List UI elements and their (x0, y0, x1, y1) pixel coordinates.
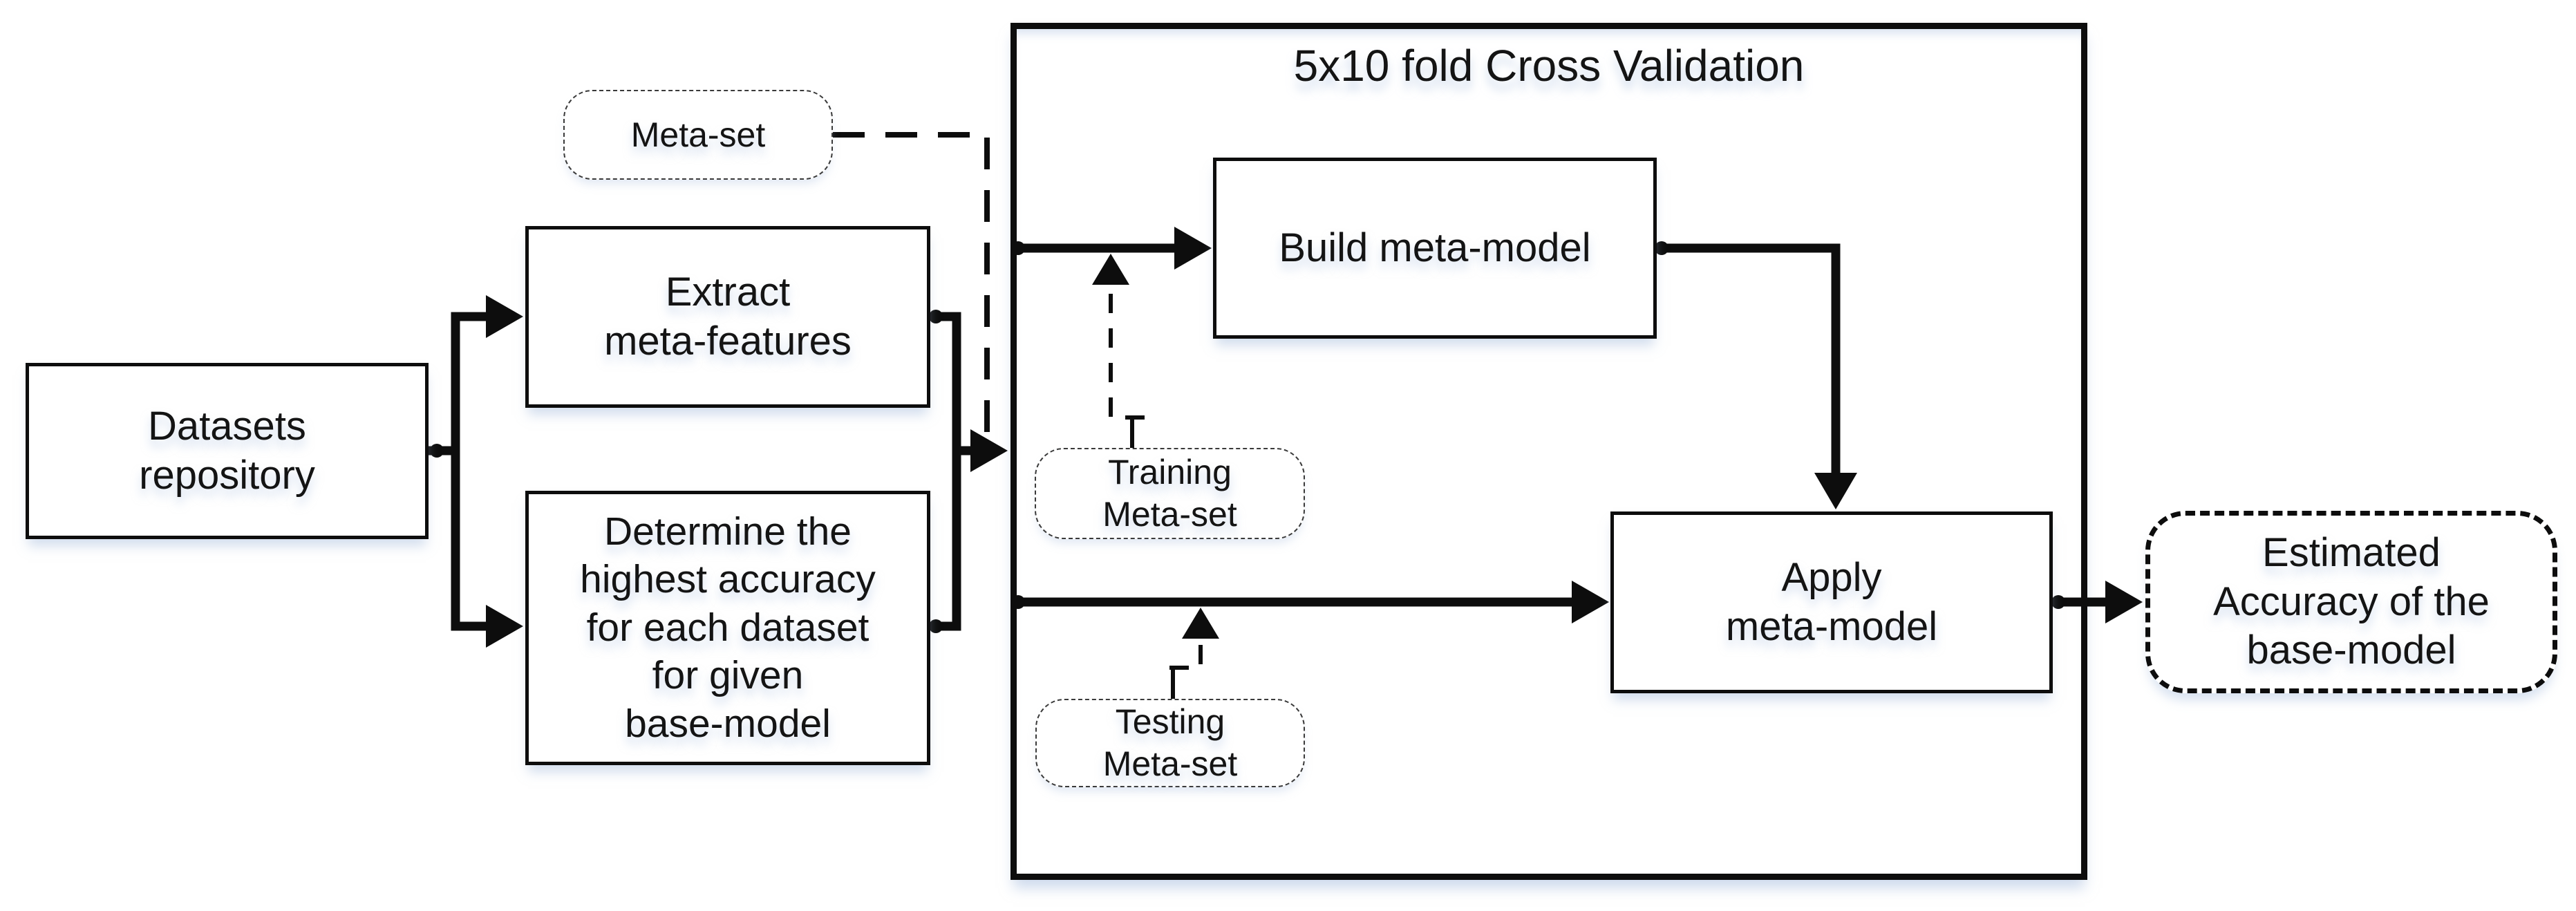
testing-dashed-arrow (1169, 608, 1219, 699)
node-apply-meta-model: Apply meta-model (1610, 511, 2053, 693)
apply-meta-model-label: Apply meta-model (1725, 554, 1938, 649)
testing-meta-set-label: Testing Meta-set (1102, 702, 1238, 783)
flow-apply-input (1015, 581, 1609, 623)
build-meta-model-label: Build meta-model (1279, 225, 1591, 270)
cross-validation-container (1010, 23, 2087, 880)
node-estimated-accuracy: Estimated Accuracy of the base-model (2145, 511, 2557, 693)
meta-set-label: Meta-set (630, 115, 766, 154)
junction-dots (430, 241, 2065, 633)
node-build-meta-model: Build meta-model (1213, 158, 1657, 339)
determine-highest-accuracy-label: Determine the highest accuracy for each … (580, 509, 876, 746)
node-meta-set: Meta-set (563, 90, 833, 180)
node-training-meta-set: Training Meta-set (1035, 448, 1305, 539)
datasets-repository-label: Datasets repository (139, 403, 315, 498)
flow-merge-into-cv (932, 312, 1008, 631)
metaset-dashed-connector (833, 132, 990, 435)
flow-build-to-apply (1657, 243, 1857, 509)
estimated-accuracy-label: Estimated Accuracy of the base-model (2213, 529, 2490, 673)
flow-build-input (1015, 227, 1212, 270)
node-extract-meta-features: Extract meta-features (525, 226, 930, 408)
training-meta-set-label: Training Meta-set (1102, 453, 1237, 534)
extract-meta-features-label: Extract meta-features (604, 269, 852, 364)
node-testing-meta-set: Testing Meta-set (1035, 699, 1305, 787)
training-dashed-arrow (1092, 254, 1145, 448)
node-determine-highest-accuracy: Determine the highest accuracy for each … (525, 491, 930, 765)
cross-validation-title: 5x10 fold Cross Validation (1293, 41, 1805, 91)
node-datasets-repository: Datasets repository (26, 363, 429, 539)
